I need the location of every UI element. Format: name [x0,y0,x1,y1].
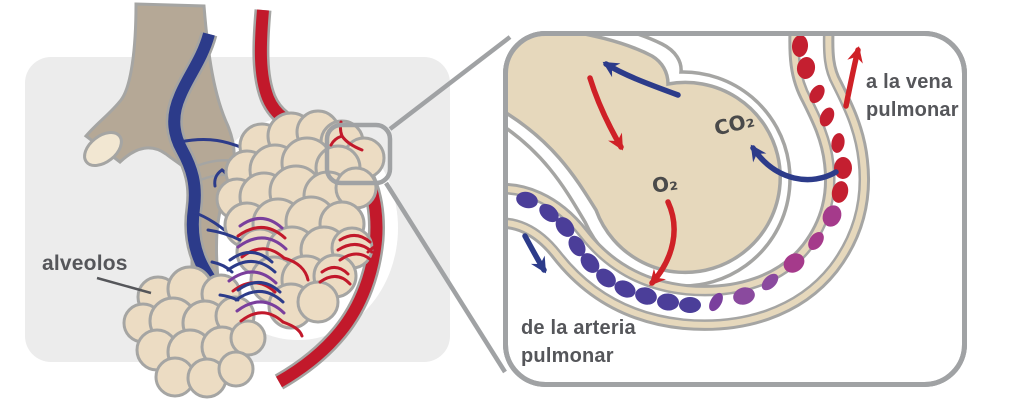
o2-transfer-arrow [649,199,677,287]
blood-cell [831,133,845,153]
blood-cell [657,293,679,311]
alveolos-label: alveolos [42,252,128,275]
blood-cell [709,292,723,312]
blood-cell [831,181,849,203]
to-vein-arrow [843,46,863,109]
blood-cell [516,191,538,209]
blood-cell [555,217,575,237]
blood-cell [614,280,636,298]
alveolus [296,280,340,324]
blood-cell [809,84,825,104]
o2-label: O₂ [650,170,680,198]
from-artery-arrow [522,233,547,274]
blood-cell [539,203,559,223]
blood-cell [733,287,755,305]
blood-cell [819,107,835,127]
detail-content [508,36,871,331]
blood-cell [796,57,816,79]
vena-pulmonar-label: a la vena pulmonar [866,68,959,124]
alveolus-sac [508,36,792,288]
alveolus [229,319,267,357]
blood-cell [761,273,779,291]
blood-cell [791,36,809,57]
detail-panel-border [503,31,967,387]
red-blood-cells [516,36,853,313]
blood-cell [822,205,842,227]
co2-transfer-arrow [750,144,839,183]
zoom-indicator-box [324,122,393,186]
alveoli-cluster-lower [122,265,267,399]
blood-cell [833,157,853,179]
arteria-label-line2: pulmonar [521,345,614,367]
zoom-connector-top [388,35,512,131]
vena-label-line1: a la vena [866,71,953,93]
blood-cell [596,268,616,288]
blood-cell [568,235,586,257]
vena-label-line2: pulmonar [866,99,959,121]
alveolus [217,350,255,388]
blood-cell [783,253,805,273]
capillary-mesh [206,120,378,338]
alveolos-pointer-line [96,276,152,295]
blood-cell [808,231,824,251]
bronchiole-opening [83,131,123,167]
overview-panel [25,2,512,399]
blood-cell [679,297,701,313]
detail-panel [503,31,967,387]
blood-cell [635,287,657,305]
exhale-arrow [602,61,681,98]
blood-cell [580,253,600,273]
zoom-connector-bottom [384,181,507,374]
inhale-arrow [587,75,624,151]
arteria-label-line1: de la arteria [521,317,636,339]
arteria-pulmonar-label: de la arteria pulmonar [521,314,636,370]
airflow-arrows [587,61,681,151]
